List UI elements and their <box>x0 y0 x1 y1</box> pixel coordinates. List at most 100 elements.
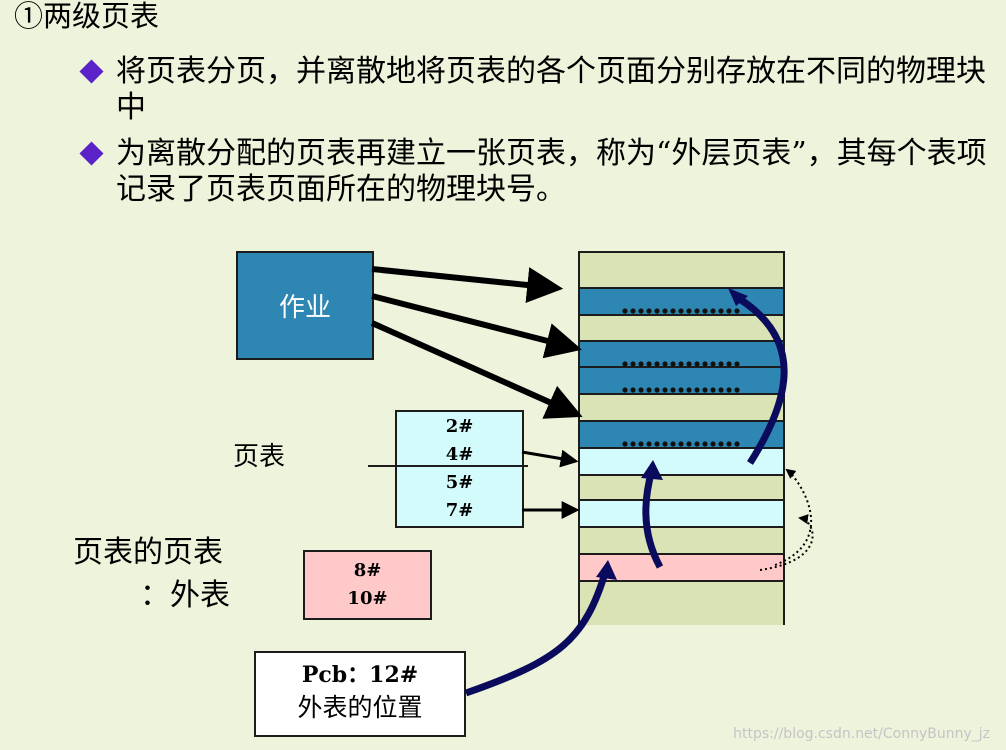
dot <box>630 441 636 447</box>
dot <box>718 441 724 447</box>
dot <box>670 387 676 393</box>
dot <box>734 441 740 447</box>
dot <box>662 387 668 393</box>
job-label: 作业 <box>278 293 331 323</box>
bullet-item-1: 将页表分页，并离散地将页表的各个页面分别存放在不同的物理块中 <box>78 54 988 134</box>
dot <box>702 441 708 447</box>
dot <box>662 361 668 367</box>
bullet-item-2: 为离散分配的页表再建立一张页表，称为“外层页表”，其每个表项记录了页表页面所在的… <box>78 136 988 216</box>
memory-block-page-table <box>580 449 783 476</box>
job-to-memory-arrow <box>371 266 564 303</box>
dot <box>638 441 644 447</box>
page-table-label: 页表 <box>233 442 286 472</box>
page-table-entry: 5# <box>445 472 474 493</box>
dot <box>686 387 692 393</box>
dot <box>630 308 636 314</box>
dot <box>726 308 732 314</box>
dot <box>710 308 716 314</box>
dot <box>694 361 700 367</box>
dot <box>638 387 644 393</box>
dot <box>678 387 684 393</box>
dotted-row <box>622 308 740 447</box>
page-table-box: 2# 4# 5# 7# <box>395 410 524 528</box>
page-table-entry: 2# <box>445 416 474 437</box>
outer-table-entry: 8# <box>353 560 382 581</box>
dot <box>654 308 660 314</box>
dot <box>686 361 692 367</box>
page-table-entry: 7# <box>445 500 474 521</box>
dot <box>654 361 660 367</box>
dot <box>678 308 684 314</box>
dot <box>654 441 660 447</box>
memory-block <box>580 528 783 555</box>
dotted-arrow <box>759 514 814 571</box>
dot <box>718 387 724 393</box>
dot <box>622 361 628 367</box>
dot <box>686 441 692 447</box>
dot <box>694 441 700 447</box>
dot <box>710 361 716 367</box>
memory-block <box>580 253 783 289</box>
dot <box>622 387 628 393</box>
dot <box>662 308 668 314</box>
dot <box>710 441 716 447</box>
dot <box>726 441 732 447</box>
dot <box>702 308 708 314</box>
dot <box>622 308 628 314</box>
dot <box>710 387 716 393</box>
watermark: https://blog.csdn.net/ConnyBunny_jz <box>733 726 990 742</box>
dot <box>630 361 636 367</box>
page-table-divider <box>368 465 528 467</box>
dot <box>702 361 708 367</box>
dot <box>726 387 732 393</box>
dot <box>638 308 644 314</box>
outer-table-box: 8# 10# <box>303 550 432 620</box>
dot <box>694 308 700 314</box>
dot <box>734 387 740 393</box>
arrowhead-icon <box>596 560 617 580</box>
dot <box>686 308 692 314</box>
dot <box>646 441 652 447</box>
memory-block <box>580 582 783 625</box>
pcb-box: Pcb：12# 外表的位置 <box>254 651 466 737</box>
job-to-memory-arrow <box>370 320 583 419</box>
dot <box>678 361 684 367</box>
dot <box>646 361 652 367</box>
job-to-memory-arrow <box>371 293 582 359</box>
memory-block-page-table <box>580 501 783 528</box>
memory-block <box>580 476 783 501</box>
pcb-label: Pcb：12# <box>301 662 419 688</box>
dot <box>654 387 660 393</box>
bullet-text-2: 为离散分配的页表再建立一张页表，称为“外层页表”，其每个表项记录了页表页面所在的… <box>116 136 987 207</box>
job-box: 作业 <box>236 251 374 360</box>
page-table-to-job-block-arrow <box>736 295 788 465</box>
dot <box>718 361 724 367</box>
outer-table-label-line1: 页表的页表 <box>73 535 223 570</box>
dot <box>646 387 652 393</box>
page-table-entry: 4# <box>445 444 474 465</box>
slide-heading: ①两级页表 <box>14 0 160 33</box>
dot <box>670 308 676 314</box>
arrowhead-icon <box>641 460 663 480</box>
outer-table-label-line2: ：外表 <box>140 578 230 613</box>
dot <box>734 361 740 367</box>
dot <box>670 441 676 447</box>
dot <box>638 361 644 367</box>
memory-block <box>580 395 783 422</box>
bullet-text-1: 将页表分页，并离散地将页表的各个页面分别存放在不同的物理块中 <box>116 54 986 125</box>
outer-table-to-page-table-arrow <box>642 469 664 569</box>
page-table-to-memory-arrow <box>521 449 579 468</box>
pcb-to-outer-table-arrow <box>464 568 610 697</box>
dotted-arrow <box>774 468 812 566</box>
dot <box>694 387 700 393</box>
outer-table-entry: 10# <box>347 588 388 609</box>
dot <box>678 441 684 447</box>
dot <box>662 441 668 447</box>
dot <box>622 441 628 447</box>
dot <box>718 308 724 314</box>
dot <box>726 361 732 367</box>
pcb-description: 外表的位置 <box>297 693 423 722</box>
dot <box>630 387 636 393</box>
arrowhead-icon <box>728 288 748 306</box>
dot <box>670 361 676 367</box>
